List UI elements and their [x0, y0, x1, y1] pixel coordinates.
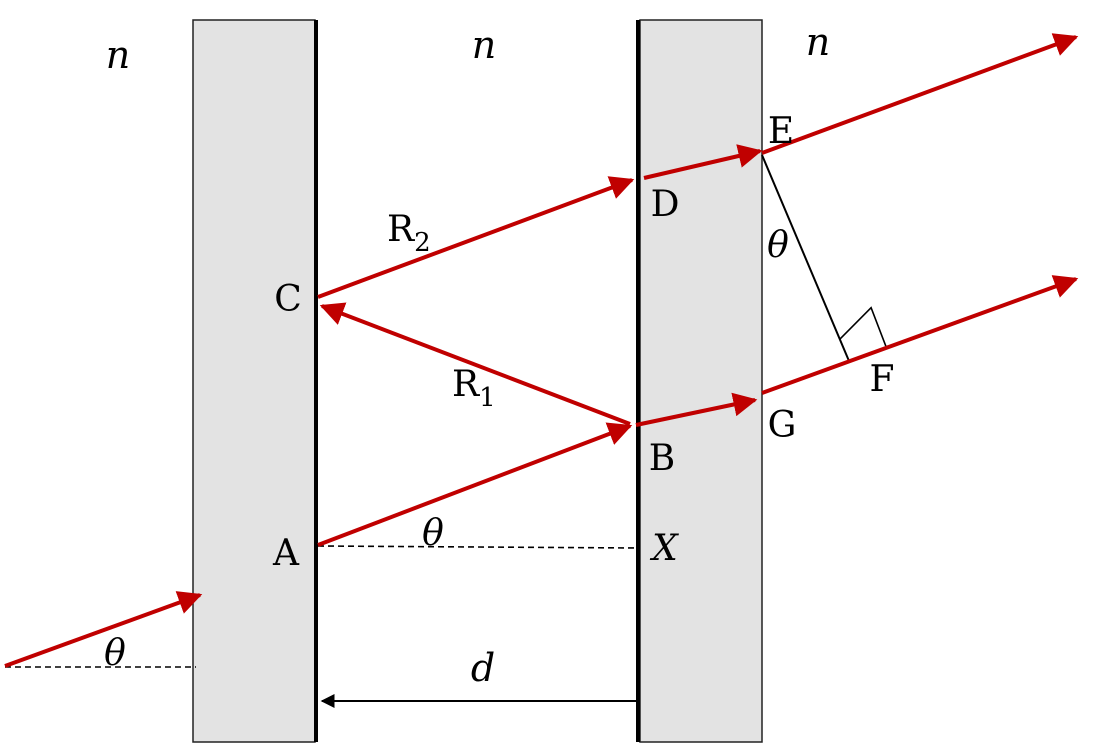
r1-label: R1: [452, 364, 496, 413]
point-b-label: B: [649, 438, 675, 479]
distance-d-label: d: [471, 646, 495, 690]
theta-incident-label: θ: [104, 633, 126, 674]
point-f-label: F: [870, 359, 895, 400]
ray-d-to-e: [643, 144, 763, 180]
point-e-label: E: [768, 111, 794, 152]
r2-subscript: 2: [414, 228, 431, 258]
r2-label: R2: [387, 209, 431, 258]
point-x-label: X: [649, 528, 679, 569]
theta-internal-label: θ: [422, 513, 444, 554]
point-c-label: C: [274, 279, 302, 320]
a-x-reference-line: [317, 545, 637, 549]
right-angle-mark: [839, 306, 887, 348]
point-d-label: D: [651, 184, 680, 225]
perpendicular-e-f: [761, 154, 850, 362]
ray-a-to-b: [317, 422, 633, 547]
r1-main: R: [452, 364, 480, 405]
r2-main: R: [387, 209, 415, 250]
right-plate: [639, 19, 763, 743]
theta-exit-label: θ: [767, 225, 789, 266]
point-g-label: G: [768, 405, 797, 446]
exit-ray-upper: [761, 33, 1079, 155]
ray-b-to-c: [319, 302, 631, 426]
incident-ray: [4, 591, 203, 668]
exit-ray-lower: [761, 275, 1079, 395]
ray-b-to-g: [635, 392, 758, 427]
n-right-label: n: [806, 20, 830, 64]
point-a-label: A: [272, 533, 300, 574]
r1-subscript: 1: [479, 383, 496, 413]
left-plate: [192, 19, 316, 743]
n-left-label: n: [106, 33, 130, 77]
ray-c-to-d: [317, 176, 635, 299]
n-middle-label: n: [472, 23, 496, 67]
